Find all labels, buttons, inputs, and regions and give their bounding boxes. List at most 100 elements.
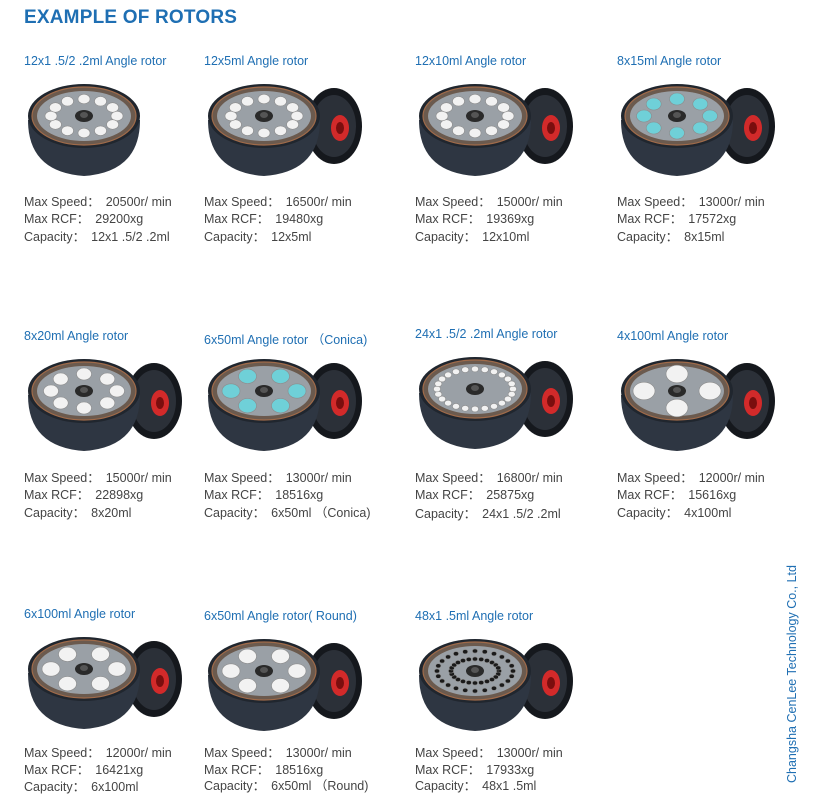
rotor-image	[419, 639, 573, 731]
max-speed-line: Max Speed：12000r/ min	[24, 742, 172, 761]
tube-icon	[507, 390, 516, 398]
capacity-label: Capacity：	[415, 779, 477, 793]
hub-center	[260, 387, 268, 393]
max-rcf-label: Max RCF：	[415, 488, 481, 502]
tube-icon	[490, 403, 498, 410]
tube-icon	[434, 380, 443, 387]
tube-icon	[508, 663, 515, 669]
tube-icon	[465, 657, 472, 662]
tube-icon	[99, 372, 116, 386]
rotor-card-8: 4x100ml Angle rotor Max Speed：12000r/ mi…	[617, 329, 807, 529]
capacity-value: 24x1 .5/2 .2ml	[482, 507, 561, 521]
capacity-line: Capacity：12x5ml	[204, 226, 311, 245]
tube-icon	[484, 679, 490, 684]
tube-icon	[665, 398, 689, 418]
tube-icon	[224, 110, 238, 122]
max-speed-label: Max Speed：	[415, 195, 491, 209]
hub-center	[80, 387, 88, 393]
max-rcf-label: Max RCF：	[204, 212, 270, 226]
tube-icon	[472, 680, 478, 686]
max-speed-label: Max Speed：	[415, 471, 491, 485]
max-speed-value: 13000r/ min	[285, 746, 352, 760]
hub-center	[80, 665, 88, 671]
tube-icon	[241, 96, 254, 107]
tube-icon	[504, 375, 512, 383]
tube-icon	[271, 368, 290, 384]
tube-icon	[498, 371, 506, 379]
tube-icon	[290, 110, 304, 122]
tube-icon	[669, 92, 685, 106]
max-speed-line: Max Speed：15000r/ min	[24, 467, 172, 486]
max-speed-label: Max Speed：	[24, 746, 100, 760]
lid-knob-center	[547, 677, 555, 689]
rotor-title: 6x50ml Angle rotor( Round)	[204, 609, 357, 623]
tube-icon	[504, 395, 512, 403]
capacity-label: Capacity：	[204, 506, 266, 520]
rotor-title: 48x1 .5ml Angle rotor	[415, 609, 534, 623]
max-speed-value: 13000r/ min	[285, 471, 352, 485]
max-rcf-value: 17572xg	[688, 212, 737, 226]
rotor-title: 8x20ml Angle rotor	[24, 329, 129, 343]
max-rcf-value: 16421xg	[95, 763, 144, 777]
tube-icon	[438, 375, 446, 383]
max-rcf-line: Max RCF：15616xg	[617, 484, 736, 503]
tube-icon	[440, 102, 453, 113]
capacity-line: Capacity：6x50ml （Conica)	[204, 502, 370, 521]
hub-center	[471, 667, 479, 673]
max-rcf-label: Max RCF：	[24, 212, 90, 226]
tube-icon	[229, 119, 242, 130]
capacity-line: Capacity：4x100ml	[617, 502, 731, 521]
tube-icon	[286, 119, 299, 130]
capacity-line: Capacity：6x50ml （Round)	[204, 775, 368, 794]
rotor-title: 12x5ml Angle rotor	[204, 54, 309, 68]
tube-icon	[692, 97, 709, 111]
rotor-image	[208, 84, 362, 176]
tube-icon	[478, 657, 485, 662]
tube-icon	[645, 121, 662, 135]
capacity-line: Capacity： 24x1 .5/2 .2ml	[415, 503, 561, 522]
tube-icon	[498, 399, 506, 407]
capacity-value: 12x5ml	[271, 230, 312, 244]
tube-icon	[94, 96, 107, 107]
hub-center	[260, 667, 268, 673]
tube-icon	[106, 119, 119, 130]
rotor-image	[28, 84, 140, 176]
tube-icon	[669, 126, 685, 140]
max-rcf-value: 25875xg	[486, 488, 535, 502]
max-speed-value: 20500r/ min	[105, 195, 172, 209]
capacity-line: Capacity：8x20ml	[24, 502, 131, 521]
lid-knob-center	[547, 122, 555, 134]
max-rcf-label: Max RCF：	[415, 763, 481, 777]
rotor-card-7: 24x1 .5/2 .2ml Angle rotor Max Speed：168…	[415, 327, 605, 527]
capacity-label: Capacity：	[415, 507, 477, 521]
max-rcf-label: Max RCF：	[617, 488, 683, 502]
rotor-image	[419, 84, 573, 176]
capacity-value: 12x10ml	[482, 230, 530, 244]
tube-icon	[434, 668, 440, 674]
lid-knob-center	[336, 122, 344, 134]
company-name-vertical: Changsha CenLee Technology Co., Ltd	[785, 565, 799, 783]
tube-icon	[433, 385, 441, 393]
tube-icon	[287, 383, 307, 399]
capacity-label: Capacity：	[415, 230, 477, 244]
tube-icon	[271, 398, 290, 414]
tube-icon	[505, 678, 511, 684]
tube-icon	[58, 676, 77, 692]
tube-icon	[481, 687, 488, 693]
max-speed-line: Max Speed：16500r/ min	[204, 191, 352, 210]
max-speed-label: Max Speed：	[204, 195, 280, 209]
max-speed-value: 13000r/ min	[698, 195, 765, 209]
tube-icon	[460, 679, 466, 684]
tube-icon	[491, 651, 497, 657]
max-rcf-line: Max RCF：18516xg	[204, 759, 323, 778]
tube-icon	[485, 125, 498, 136]
rotor-image	[28, 637, 182, 729]
capacity-label: Capacity：	[24, 506, 86, 520]
max-rcf-line: Max RCF：19480xg	[204, 208, 323, 227]
tube-icon	[444, 399, 452, 407]
max-rcf-label: Max RCF：	[617, 212, 683, 226]
tube-icon	[455, 660, 461, 665]
max-speed-line: Max Speed：16800r/ min	[415, 467, 563, 486]
tube-icon	[438, 395, 446, 403]
rotor-title: 6x100ml Angle rotor	[24, 607, 136, 621]
